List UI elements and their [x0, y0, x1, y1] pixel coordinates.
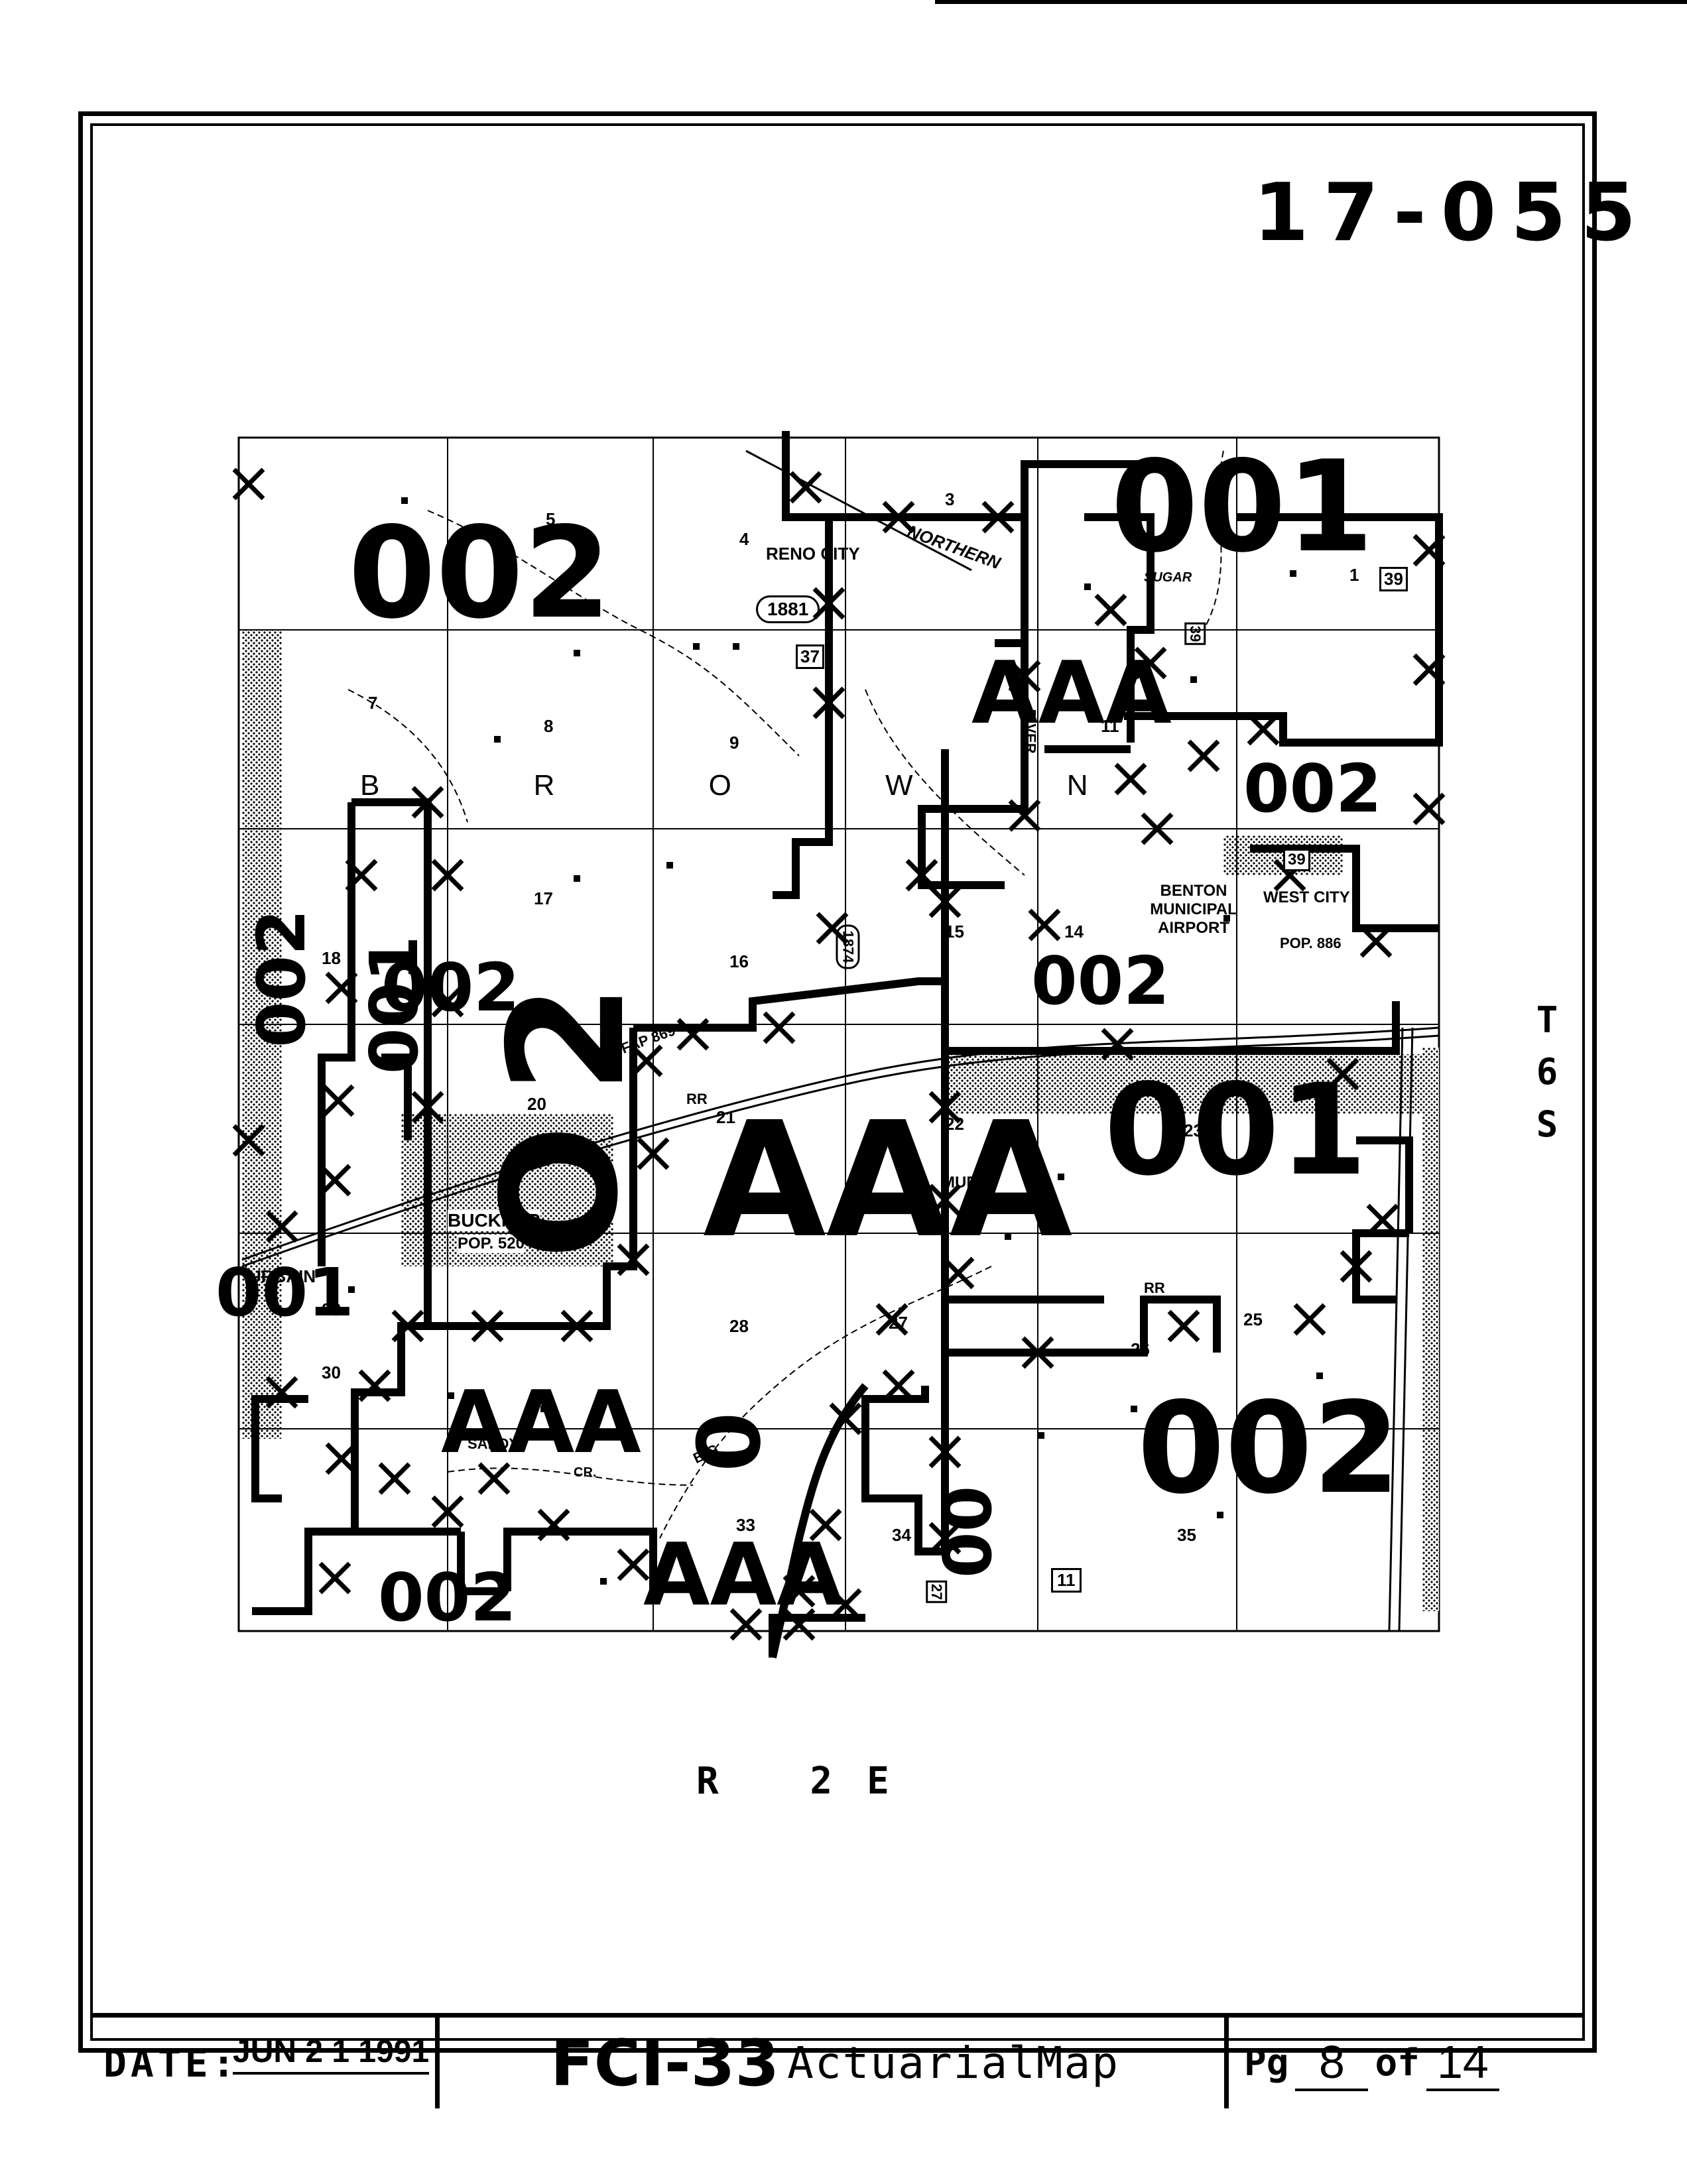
page-total: 14	[1426, 2035, 1499, 2091]
benton-airport: BENTON MUNICIPAL AIRPORT	[1150, 882, 1237, 937]
town-reno-city: RENO CITY	[766, 544, 860, 564]
township-map: 5 4 3 1 7 8 9 11 17 16 15 14 18 20 21 22…	[216, 411, 1459, 1664]
top-edge-rule	[935, 0, 1687, 4]
route-shield-39-b: 39	[1283, 849, 1310, 871]
route-shield-27: 27	[926, 1580, 948, 1604]
rating-code: 002	[1031, 942, 1170, 1020]
route-shield-39-c: 39	[1184, 622, 1206, 646]
railroad-label-2: RR	[1144, 1280, 1165, 1296]
route-shield-39: 39	[1379, 567, 1408, 591]
page-label: Pg	[1244, 2041, 1289, 2085]
section-number: 28	[322, 1300, 341, 1319]
urban-area	[242, 630, 282, 1439]
rating-code: 002	[348, 500, 611, 646]
town-west-city: WEST CITY	[1263, 888, 1350, 906]
map-drawing	[232, 431, 1446, 1659]
route-shield-1874: 1874	[836, 924, 860, 969]
sugar-creek-label: SUGAR	[1144, 570, 1192, 585]
section-number: 3	[945, 489, 955, 509]
section-number: 14	[1064, 922, 1084, 941]
route-shield-11: 11	[1051, 1568, 1082, 1593]
form-name: ActuarialMap	[787, 2037, 1119, 2089]
section-number: 7	[368, 693, 378, 713]
rating-code: 001	[1104, 1057, 1367, 1203]
rating-code: 002	[378, 1559, 517, 1636]
rating-code: O	[468, 1124, 653, 1260]
section-number: 23	[1184, 1121, 1203, 1140]
town-buckner: BUCKNER	[448, 1210, 540, 1231]
route-shield-37: 37	[796, 644, 824, 669]
section-number: 33	[736, 1515, 755, 1535]
section-number: 26	[1131, 1339, 1150, 1359]
section-number: 27	[889, 1313, 908, 1333]
rating-code: 002	[1137, 1375, 1401, 1522]
township-letter: T	[1536, 999, 1558, 1041]
urban-area-benton	[945, 1054, 1422, 1114]
rating-code: AAA	[643, 1524, 844, 1625]
section-number: 8	[544, 716, 554, 736]
rating-code: AAA	[441, 1372, 641, 1473]
section-number: 21	[716, 1107, 735, 1127]
footer-divider	[1224, 2018, 1229, 2108]
page-number: 8	[1295, 2035, 1369, 2091]
section-number: 17	[534, 888, 553, 908]
township-name: B R O W N	[360, 769, 1161, 802]
section-number: 25	[1243, 1309, 1263, 1329]
date-label: DATE:	[103, 2040, 239, 2086]
section-number: 18	[322, 948, 341, 968]
range-label: R 2E	[696, 1760, 924, 1803]
section-number: 16	[729, 951, 749, 971]
page-frame-inner	[90, 123, 1585, 2041]
page-of-label: of	[1375, 2041, 1420, 2085]
date-stamp: JUN 2 1 1991	[233, 2036, 430, 2075]
form-title: FCI-33 ActuarialMap	[454, 2018, 1216, 2108]
muddy-creek-label: MUDDY	[942, 1174, 1000, 1191]
rating-code: 002	[1243, 750, 1382, 827]
creek-abbrev-label: CR.	[574, 1465, 597, 1480]
section-number: 1	[1349, 565, 1359, 585]
township-number: 6	[1536, 1051, 1558, 1093]
section-number: 9	[729, 733, 739, 753]
page-indicator: Pg 8 of 14	[1244, 2018, 1506, 2108]
rating-code: 001	[1111, 434, 1374, 580]
form-code: FCI-33	[550, 2026, 780, 2100]
section-number: 34	[892, 1525, 911, 1545]
railroad-label: RR	[686, 1091, 708, 1107]
section-number: 22	[945, 1114, 964, 1134]
town-buckner-population: POP. 520	[458, 1235, 525, 1253]
rating-code: 00	[929, 1485, 1007, 1578]
page-frame-outer	[78, 111, 1597, 2053]
urban-strip	[1422, 1048, 1439, 1611]
sandy-creek-label: SANDY	[468, 1435, 519, 1452]
township-label: T 6 S	[1517, 995, 1577, 1150]
footer-bar: DATE: JUN 2 1 1991 FCI-33 ActuarialMap P…	[90, 2013, 1585, 2108]
township-direction: S	[1536, 1103, 1558, 1145]
rating-code: 002	[243, 909, 320, 1048]
section-number: 5	[546, 509, 556, 529]
section-number: 28	[729, 1316, 749, 1336]
boundary-x-marks	[232, 467, 1446, 1641]
town-west-city-population: POP. 886	[1280, 935, 1342, 951]
rating-code: 002	[381, 949, 520, 1026]
rating-code: AAA	[971, 642, 1172, 743]
section-number: 11	[1101, 716, 1119, 736]
rating-code: 0	[679, 1412, 780, 1472]
footer-divider	[435, 2018, 440, 2108]
section-number: 15	[945, 922, 964, 941]
rating-code: AAA	[703, 1087, 1073, 1273]
town-reno-population: 1881	[756, 595, 820, 623]
section-number: 30	[322, 1363, 341, 1382]
section-number: 35	[1177, 1525, 1196, 1545]
rating-code: 001	[216, 1254, 354, 1331]
town-urbain: URBAIN	[249, 1266, 316, 1286]
section-number: 20	[527, 1094, 546, 1114]
section-number: 4	[739, 529, 749, 549]
map-id: 17-055	[1253, 167, 1651, 259]
